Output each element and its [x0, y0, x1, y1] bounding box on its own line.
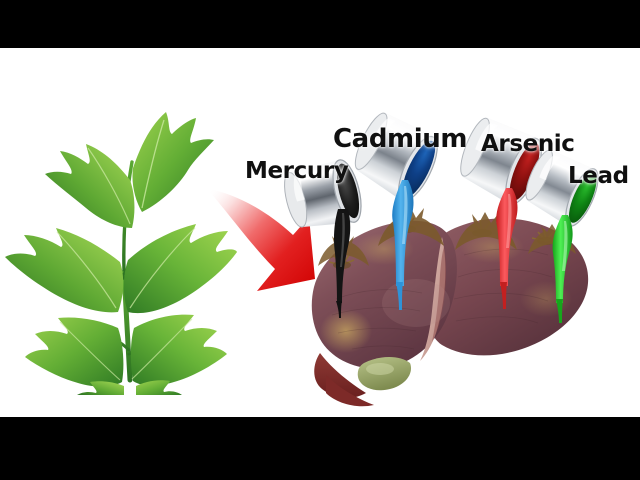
illustration-area: Mercury Cadmium Arsenic Lead [0, 48, 640, 417]
paint-can-cadmium [352, 110, 448, 310]
paint-can-lead [522, 143, 608, 323]
paint-can-mercury [284, 143, 378, 318]
label-arsenic: Arsenic [481, 131, 575, 157]
letterbox-bar-top [0, 0, 640, 48]
label-mercury: Mercury [245, 158, 349, 184]
letterbox-bar-bottom [0, 417, 640, 480]
splash-cadmium [372, 206, 450, 248]
parsley-sprig [2, 50, 237, 395]
label-lead: Lead [568, 163, 629, 189]
label-cadmium: Cadmium [333, 124, 468, 154]
red-arrow [205, 183, 350, 308]
